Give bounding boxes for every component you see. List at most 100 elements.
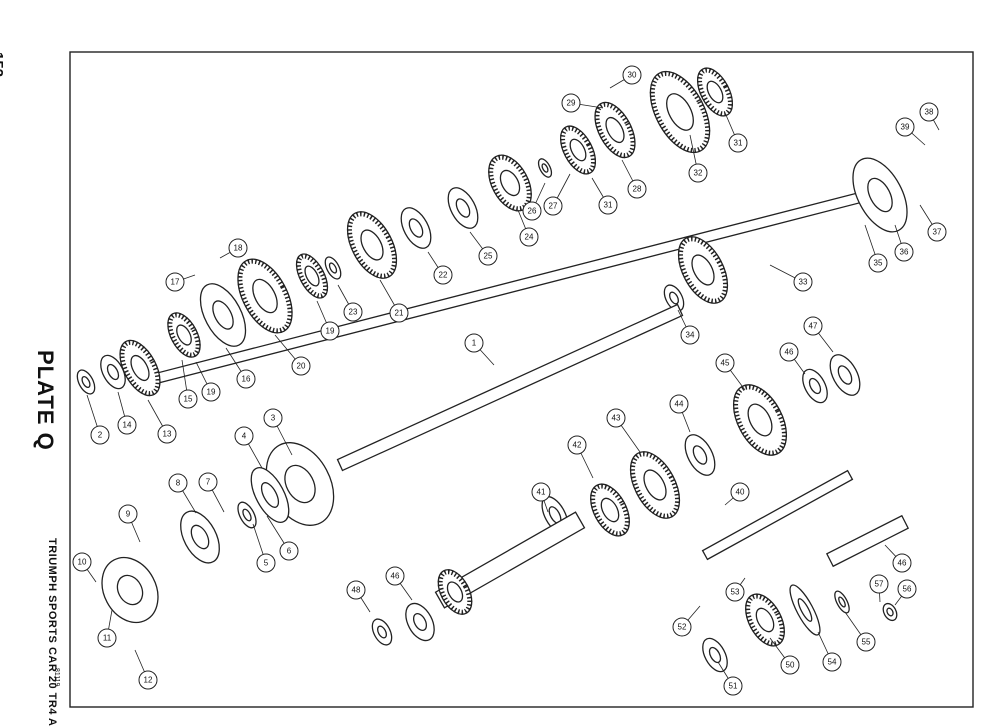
callout-8: 8: [168, 473, 197, 514]
callout-label: 37: [933, 228, 942, 237]
callout-label: 17: [171, 278, 180, 287]
ring-19-teeth: [295, 253, 329, 299]
callout-circle: [72, 552, 92, 572]
callout-circle: [97, 628, 117, 648]
gear-50: [745, 593, 785, 647]
gear-20: [237, 258, 293, 334]
callout-circle: [868, 253, 888, 273]
callout-33: 33: [769, 264, 813, 292]
callout-2: 2: [86, 394, 110, 445]
gear-15-bore: [176, 324, 192, 346]
gear-28: [594, 101, 636, 159]
callout-label: 9: [126, 510, 131, 519]
callout-label: 31: [604, 201, 613, 210]
gear-24-bore: [499, 169, 521, 197]
callout-label: 45: [721, 359, 730, 368]
callout-circle: [263, 408, 283, 428]
callout-34: 34: [677, 309, 700, 345]
callout-18: 18: [219, 238, 248, 259]
callout-41: 41: [531, 482, 551, 513]
callout-label: 23: [349, 308, 358, 317]
callout-46: 46: [779, 342, 806, 375]
bush-22-bore: [408, 218, 424, 238]
callout-label: 46: [391, 572, 400, 581]
callout-46: 46: [884, 544, 912, 573]
bush-51: [702, 637, 728, 673]
ring-31-bore: [706, 80, 724, 104]
gear-13: [119, 339, 161, 397]
callout-label: 20: [297, 362, 306, 371]
gear-45-teeth: [733, 384, 787, 456]
callout-label: 14: [123, 421, 132, 430]
gear-41-bore: [446, 581, 464, 603]
callout-label: 21: [395, 309, 404, 318]
callout-44: 44: [669, 394, 691, 433]
lever-54: [789, 584, 821, 636]
gear-20-teeth: [237, 258, 293, 334]
callout-circle: [346, 580, 366, 600]
ring-31-teeth: [697, 67, 733, 117]
callout-16: 16: [225, 347, 256, 389]
sleeve-32: [649, 70, 711, 154]
gear-27-bore: [569, 138, 587, 162]
gear-41: [437, 569, 473, 615]
callout-label: 47: [809, 322, 818, 331]
callout-label: 33: [799, 278, 808, 287]
callout-10: 10: [72, 552, 97, 583]
bearing-34: [663, 284, 685, 312]
callout-label: 43: [612, 414, 621, 423]
callout-label: 15: [184, 395, 193, 404]
gear-33-bore: [691, 254, 715, 286]
callout-label: 19: [207, 388, 216, 397]
callout-label: 42: [573, 441, 582, 450]
callout-circle: [567, 435, 587, 455]
callout-circle: [522, 201, 542, 221]
pin-46: [825, 514, 910, 568]
callout-circle: [561, 93, 581, 113]
callout-15: 15: [178, 359, 198, 409]
callout-circle: [165, 272, 185, 292]
callout-36: 36: [894, 224, 914, 262]
callout-label: 8: [176, 479, 181, 488]
callout-circle: [234, 426, 254, 446]
callout-circle: [433, 265, 453, 285]
callout-label: 36: [900, 248, 909, 257]
callout-45: 45: [715, 353, 746, 391]
callout-label: 46: [898, 559, 907, 568]
pin-46-body: [825, 514, 910, 568]
callout-label: 53: [731, 588, 740, 597]
callout-circle: [389, 303, 409, 323]
callout-4: 4: [234, 426, 263, 469]
parts-layer: [76, 67, 910, 673]
callout-circle: [385, 566, 405, 586]
callout-label: 44: [675, 400, 684, 409]
bush-44: [684, 434, 716, 476]
callout-label: 38: [925, 108, 934, 117]
callout-circle: [598, 195, 618, 215]
washer-6-bore: [242, 508, 252, 522]
drawing-frame: [69, 51, 974, 708]
ring-2-bore: [81, 375, 91, 389]
callout-50: 50: [769, 637, 800, 675]
callout-32: 32: [688, 134, 708, 183]
bush-22: [400, 207, 432, 249]
gear-13-bore: [130, 354, 150, 382]
input-shaft: [336, 303, 684, 472]
callout-54: 54: [817, 631, 842, 672]
countershaft-41: [434, 511, 586, 609]
callout-label: 12: [144, 676, 153, 685]
callout-26: 26: [522, 182, 546, 221]
gear-33-teeth: [677, 236, 729, 304]
callout-label: 18: [234, 244, 243, 253]
callout-label: 28: [633, 185, 642, 194]
sleeve-32-bore: [666, 93, 694, 131]
callout-22: 22: [427, 251, 453, 285]
sleeve-32-teeth: [649, 71, 711, 153]
callout-circle: [320, 321, 340, 341]
countershaft-41-body: [434, 511, 586, 609]
bearing-46b-bore: [412, 613, 428, 631]
bearing-36-bore: [867, 177, 893, 213]
washer-47: [829, 354, 861, 396]
callout-circle: [869, 574, 889, 594]
hub-16-bore: [212, 300, 234, 330]
